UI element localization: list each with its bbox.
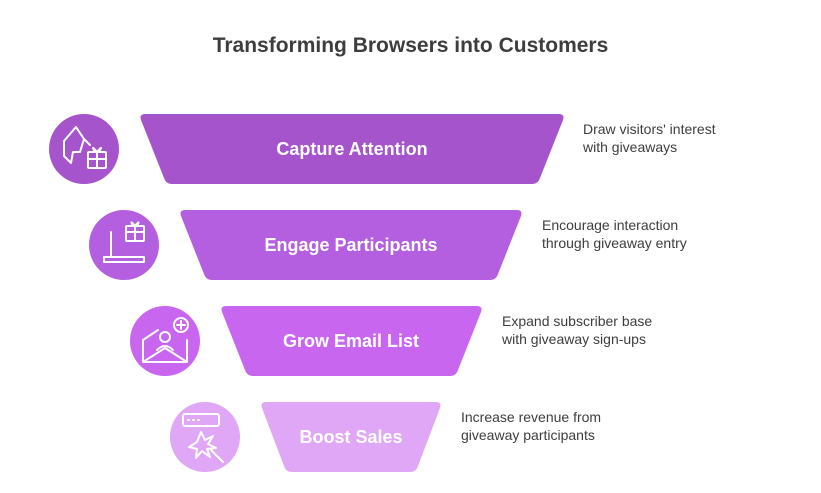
funnel-stage-3: [221, 306, 482, 376]
funnel-stage-2: [180, 210, 522, 280]
stage-2-description: Encourage interaction through giveaway e…: [542, 216, 752, 252]
stage-4-description-line-1: Increase revenue from: [461, 409, 602, 425]
laptop-gift-icon: [89, 210, 159, 280]
click-sale-icon: [170, 402, 240, 472]
stage-2-description-line-2: through giveaway entry: [542, 235, 687, 251]
funnel-stage-1: [140, 114, 564, 184]
stage-2-label: Engage Participants: [264, 235, 437, 255]
stage-4-description-line-2: giveaway participants: [461, 427, 595, 443]
email-add-user-icon: [130, 306, 200, 376]
stage-4-description: Increase revenue from giveaway participa…: [461, 408, 671, 444]
stage-3-label: Grow Email List: [283, 331, 419, 351]
diagram-title: Transforming Browsers into Customers: [212, 34, 609, 57]
stage-3-description-line-2: with giveaway sign-ups: [502, 331, 646, 347]
stage-3-description: Expand subscriber base with giveaway sig…: [502, 312, 712, 348]
stage-4-label: Boost Sales: [299, 427, 402, 447]
stage-1-description-line-2: with giveaways: [583, 139, 678, 155]
stage-1-description: Draw visitors' interest with giveaways: [583, 120, 793, 156]
stage-3-description-line-1: Expand subscriber base: [502, 313, 653, 329]
stage-2-description-line-1: Encourage interaction: [542, 217, 679, 233]
stage-1-description-line-1: Draw visitors' interest: [583, 121, 716, 137]
stage-1-label: Capture Attention: [276, 139, 427, 159]
pointing-hand-gift-icon: [49, 114, 119, 184]
funnel-stage-4: [261, 402, 441, 472]
